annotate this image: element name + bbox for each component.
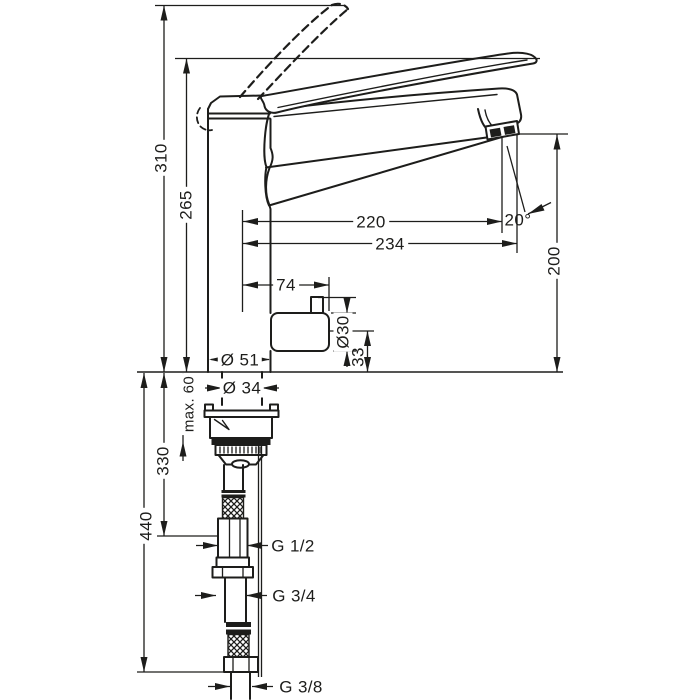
side-port: [270, 296, 330, 352]
dim-label-234: 234: [372, 234, 408, 254]
supply-hose-secondary: [257, 446, 263, 677]
dim-label-265: 265: [176, 187, 196, 223]
dim-label-g12: G 1/2: [271, 536, 315, 556]
dim-label-310: 310: [151, 140, 171, 176]
supply-hose: [211, 464, 259, 700]
dim-label-g34: G 3/4: [272, 586, 316, 606]
dim-label-220: 220: [353, 212, 389, 232]
dim-label-d30: Ø30: [333, 312, 353, 352]
mounting-hardware: [203, 371, 280, 469]
faucet-body: [207, 94, 274, 373]
handle-raised-dashed-outline: [195, 2, 350, 132]
dim-label-33: 33: [348, 347, 368, 367]
dim-label-74: 74: [273, 275, 299, 295]
dim-label-440: 440: [136, 508, 156, 544]
dim-label-d34: Ø 34: [219, 378, 265, 398]
faucet-spout: [263, 87, 523, 207]
dim-label-20deg: 20°: [504, 210, 532, 230]
aerator: [484, 120, 520, 141]
dim-label-200: 200: [544, 243, 564, 279]
dim-label-330: 330: [153, 443, 173, 479]
faucet-handle-lever: [259, 51, 538, 114]
dim-label-d51: Ø 51: [217, 350, 263, 370]
dim-label-g38: G 3/8: [279, 677, 323, 697]
dim-label-max60: max. 60: [180, 372, 198, 436]
